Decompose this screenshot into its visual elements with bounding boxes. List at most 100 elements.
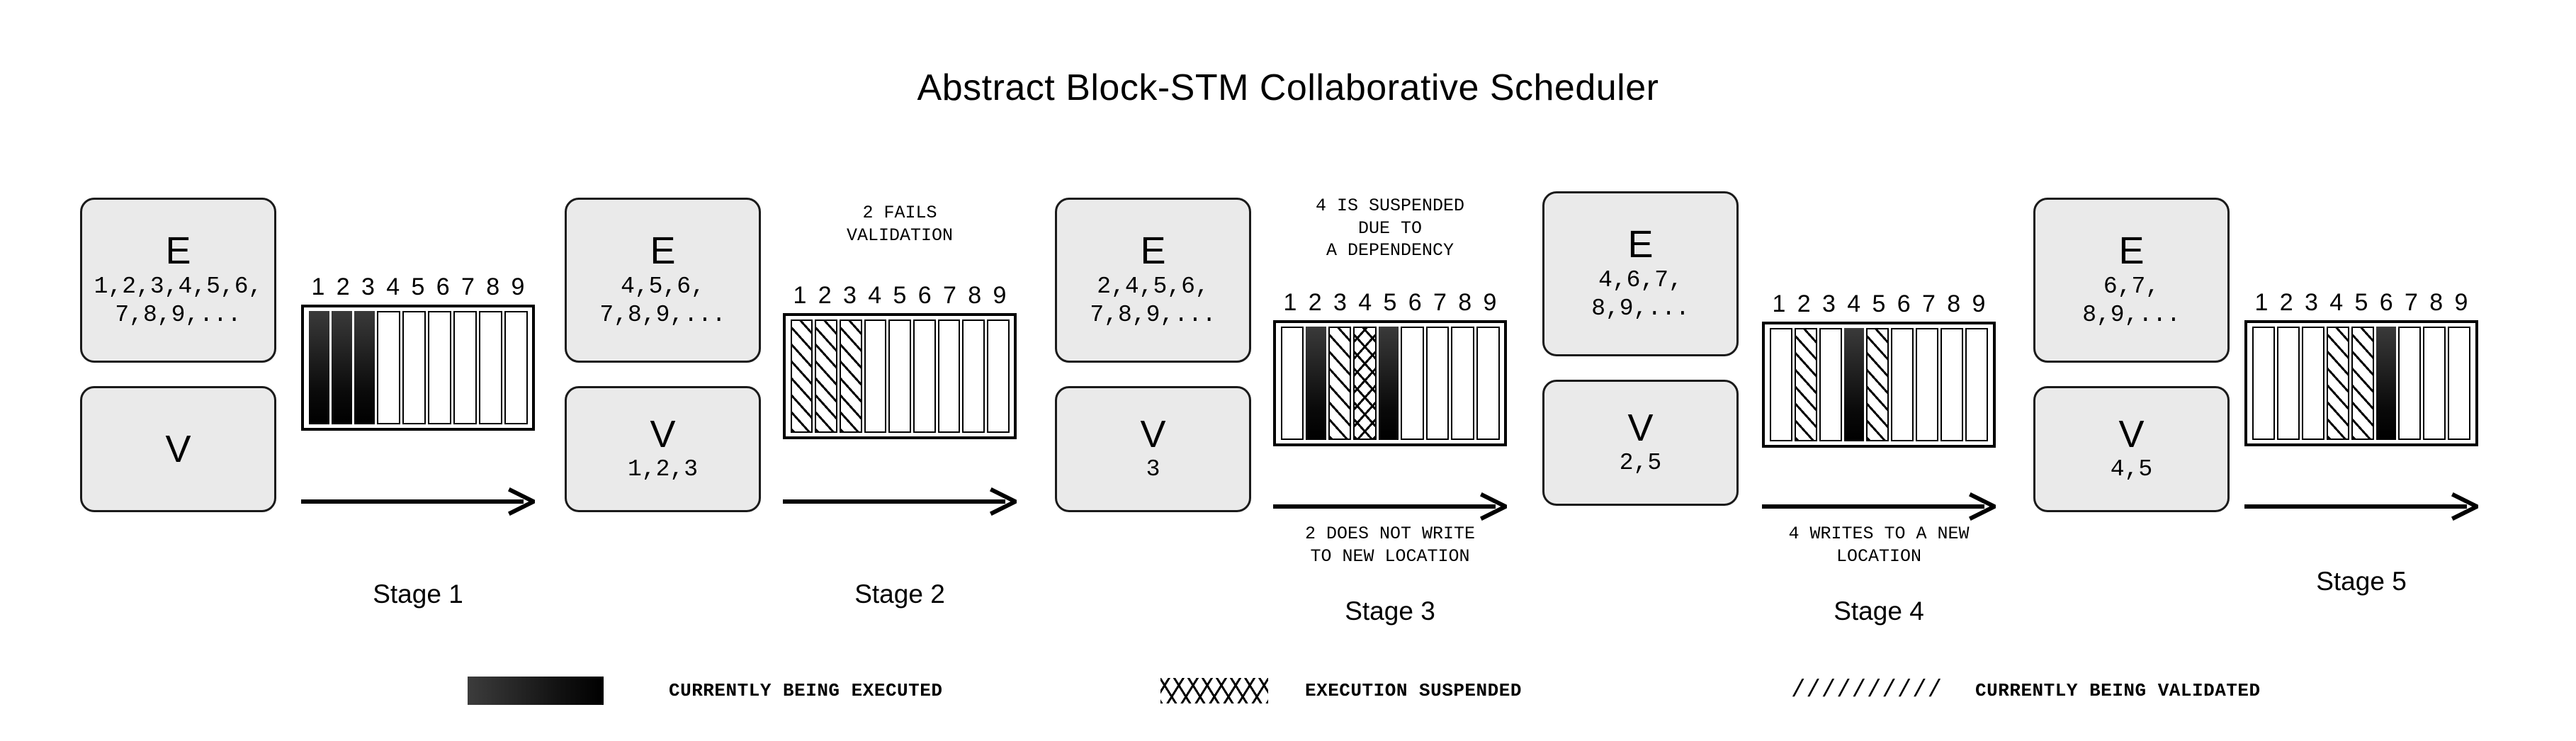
stage-1-cell-3-executing: [354, 311, 375, 424]
stage-3-cell-4-suspended: [1353, 327, 1377, 440]
strip-number-3: 3: [2305, 289, 2318, 316]
strip-number-1: 1: [311, 273, 325, 300]
stage-2-label: Stage 2: [854, 579, 945, 609]
stage-2-annotation-above: 2 FAILS VALIDATION: [846, 203, 954, 246]
stage-5-progress-arrow-icon: [2244, 492, 2478, 521]
stage-4-cell-3-idle: [1819, 328, 1842, 441]
legend-validated: //////////CURRENTLY BEING VALIDATED: [1791, 674, 2261, 707]
stage-5-validation-queue-items: 4,5: [2110, 456, 2153, 483]
strip-number-3: 3: [1333, 289, 1347, 316]
stage-4-execution-queue-letter: E: [1627, 222, 1654, 266]
stage-3-validation-queue-items: 3: [1146, 456, 1160, 483]
stage-5-execution-queue-letter: E: [2118, 229, 2145, 272]
strip-number-7: 7: [2405, 289, 2418, 316]
stage-4-progress-arrow-icon: [1762, 492, 1996, 521]
stage-2-cell-1-validating: [790, 319, 813, 433]
stage-5-validation-queue-letter: V: [2118, 412, 2145, 456]
stage-1-strip-cells: [301, 305, 535, 431]
stage-3-progress-arrow-icon: [1273, 492, 1507, 521]
strip-number-9: 9: [993, 282, 1007, 309]
stage-4-strip-cells: [1762, 322, 1996, 448]
stage-1-cell-7-idle: [453, 311, 477, 424]
stage-4-cell-9-idle: [1965, 328, 1989, 441]
stage-5-cell-4-validating: [2326, 327, 2349, 440]
stage-4-execution-queue-items: 4,6,7, 8,9,...: [1591, 266, 1690, 322]
stage-3-cell-3-validating: [1328, 327, 1352, 440]
stage-1-cell-2-executing: [331, 311, 352, 424]
stage-4-cell-8-idle: [1941, 328, 1964, 441]
stage-1-cell-6-idle: [427, 311, 451, 424]
strip-number-6: 6: [2379, 289, 2393, 316]
strip-number-6: 6: [1897, 290, 1911, 317]
legend-executed: CURRENTLY BEING EXECUTED: [468, 674, 942, 707]
stage-1-progress-arrow-icon: [301, 487, 535, 516]
strip-number-5: 5: [1872, 290, 1886, 317]
strip-number-7: 7: [943, 282, 956, 309]
stage-3-cell-6-idle: [1401, 327, 1424, 440]
stage-1-cell-8-idle: [478, 311, 502, 424]
stage-2-execution-queue-items: 4,5,6, 7,8,9,...: [599, 273, 726, 328]
strip-number-6: 6: [436, 273, 450, 300]
strip-number-4: 4: [868, 282, 882, 309]
strip-number-8: 8: [486, 273, 500, 300]
stage-3-cell-8-idle: [1451, 327, 1474, 440]
strip-number-1: 1: [1283, 289, 1297, 316]
strip-number-4: 4: [2329, 289, 2344, 316]
strip-number-2: 2: [2279, 289, 2293, 316]
strip-number-9: 9: [2454, 289, 2468, 316]
stage-5-cell-2-idle: [2276, 327, 2300, 440]
stage-1-execution-queue-letter: E: [165, 229, 191, 272]
strip-number-2: 2: [1308, 289, 1322, 316]
legend-suspended-text: EXECUTION SUSPENDED: [1305, 680, 1522, 701]
stage-3-validation-queue-letter: V: [1140, 412, 1166, 456]
stage-2-cell-2-validating: [815, 319, 837, 433]
stage-1-cell-9-idle: [504, 311, 528, 424]
stage-3-annotation-below: 2 DOES NOT WRITE TO NEW LOCATION: [1304, 524, 1476, 567]
strip-number-7: 7: [1922, 290, 1936, 317]
stage-1-cell-4-idle: [376, 311, 400, 424]
strip-number-4: 4: [1358, 289, 1372, 316]
stage-3-cell-1-idle: [1280, 327, 1304, 440]
stage-2-execution-queue-letter: E: [650, 229, 676, 272]
stage-2-cell-3-validating: [839, 319, 862, 433]
strip-number-8: 8: [968, 282, 982, 309]
stage-2-cell-8-idle: [962, 319, 985, 433]
strip-number-6: 6: [1408, 289, 1422, 316]
stage-3-execution-queue-items: 2,4,5,6, 7,8,9,...: [1090, 273, 1216, 328]
stage-4-cell-4-executing: [1843, 328, 1864, 441]
strip-number-1: 1: [1772, 290, 1786, 317]
stage-2-cell-7-idle: [937, 319, 961, 433]
stage-1-cell-5-idle: [402, 311, 426, 424]
stage-2-cell-9-idle: [986, 319, 1010, 433]
strip-number-7: 7: [1433, 289, 1447, 316]
strip-number-5: 5: [893, 282, 907, 309]
stage-1-cell-1-executing: [308, 311, 329, 424]
legend-validated-text: CURRENTLY BEING VALIDATED: [1975, 680, 2261, 701]
stage-3-cell-5-executing: [1378, 327, 1399, 440]
legend-executed-text: CURRENTLY BEING EXECUTED: [669, 680, 943, 701]
stage-1-execution-queue-items: 1,2,3,4,5,6, 7,8,9,...: [94, 273, 263, 328]
strip-number-5: 5: [2354, 289, 2368, 316]
stage-3-execution-queue-letter: E: [1140, 229, 1166, 272]
legend-executed-swatch-icon: [468, 677, 604, 705]
stage-4-annotation-below: 4 WRITES TO A NEW LOCATION: [1788, 524, 1970, 567]
strip-number-3: 3: [843, 282, 857, 309]
stage-3-cell-9-idle: [1476, 327, 1500, 440]
strip-number-9: 9: [511, 273, 525, 300]
strip-number-4: 4: [1847, 290, 1861, 317]
strip-number-1: 1: [2254, 289, 2269, 316]
stage-5-cell-8-idle: [2423, 327, 2446, 440]
stage-5-execution-queue-items: 6,7, 8,9,...: [2082, 273, 2181, 328]
stage-3-label: Stage 3: [1345, 596, 1435, 626]
legend-suspended: EXECUTION SUSPENDED: [1160, 674, 1522, 707]
